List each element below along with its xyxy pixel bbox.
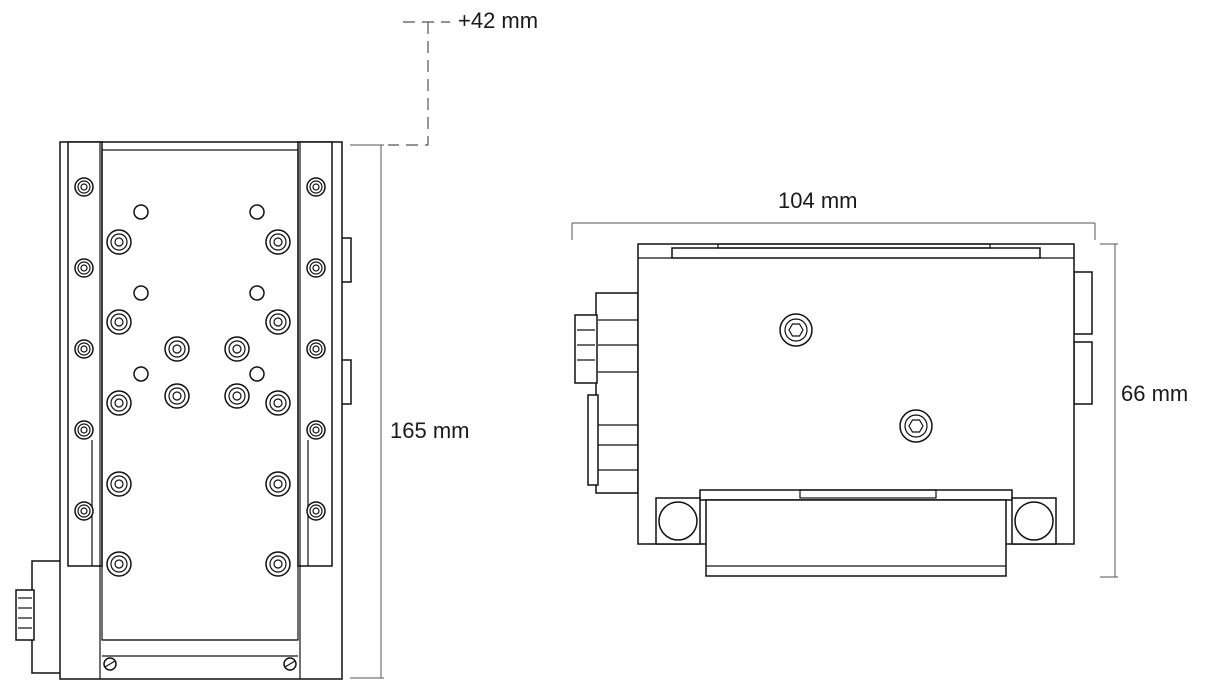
width-dimension-label: 104 mm [778,188,858,213]
front-connector-upper [1073,271,1093,335]
end-screw-right [283,657,297,671]
rail-bolt [306,177,326,197]
rail-bolt [74,258,94,278]
carriage-bolt [106,471,132,497]
extension-dimension-line [388,21,450,146]
rail-bolt [306,258,326,278]
carriage-bolt [164,336,190,362]
front-view [574,243,1093,577]
top-plate [671,247,1041,259]
motor-side [574,292,639,494]
stage-body [59,141,343,680]
carriage-bolt [164,383,190,409]
carriage-bolt [265,229,291,255]
rail-bolt [306,420,326,440]
carriage-bolt [265,551,291,577]
carriage-bolt [106,390,132,416]
roller-left [658,501,698,541]
pin-hole [249,366,265,382]
pin-hole [249,204,265,220]
rail-bolt [74,501,94,521]
height-dimension-label: 66 mm [1121,381,1189,406]
motor-connector [15,560,63,674]
length-dimension-line [350,144,384,679]
roller-right [1014,501,1054,541]
bottom-guide [705,499,1007,577]
rail-bolt [74,177,94,197]
rail-bolt [306,501,326,521]
pin-hole [249,285,265,301]
carriage-bolt [106,309,132,335]
carriage-bolt [265,471,291,497]
top-view [15,141,352,680]
pin-hole [133,366,149,382]
carriage-bolt [265,390,291,416]
width-dimension-line [571,222,1096,240]
length-dimension-label: 165 mm [390,418,470,443]
carriage-bolt [106,551,132,577]
carriage-bolts [106,229,291,577]
extension-dimension-label: +42 mm [458,8,539,33]
pin-holes [133,204,265,382]
carriage-bolt [224,383,250,409]
carriage-bolt [224,336,250,362]
socket-screw-lower [899,409,933,443]
height-dimension-line [1100,243,1118,578]
carriage-bolt [106,229,132,255]
carriage-bolt [265,309,291,335]
front-connector-lower [1073,341,1093,405]
end-screw-left [103,657,117,671]
pin-hole [133,204,149,220]
rail-bolts [74,177,326,521]
socket-screw-upper [779,313,813,347]
rail-bolt [74,339,94,359]
pin-hole [133,285,149,301]
rail-bolt [306,339,326,359]
rail-bolt [74,420,94,440]
